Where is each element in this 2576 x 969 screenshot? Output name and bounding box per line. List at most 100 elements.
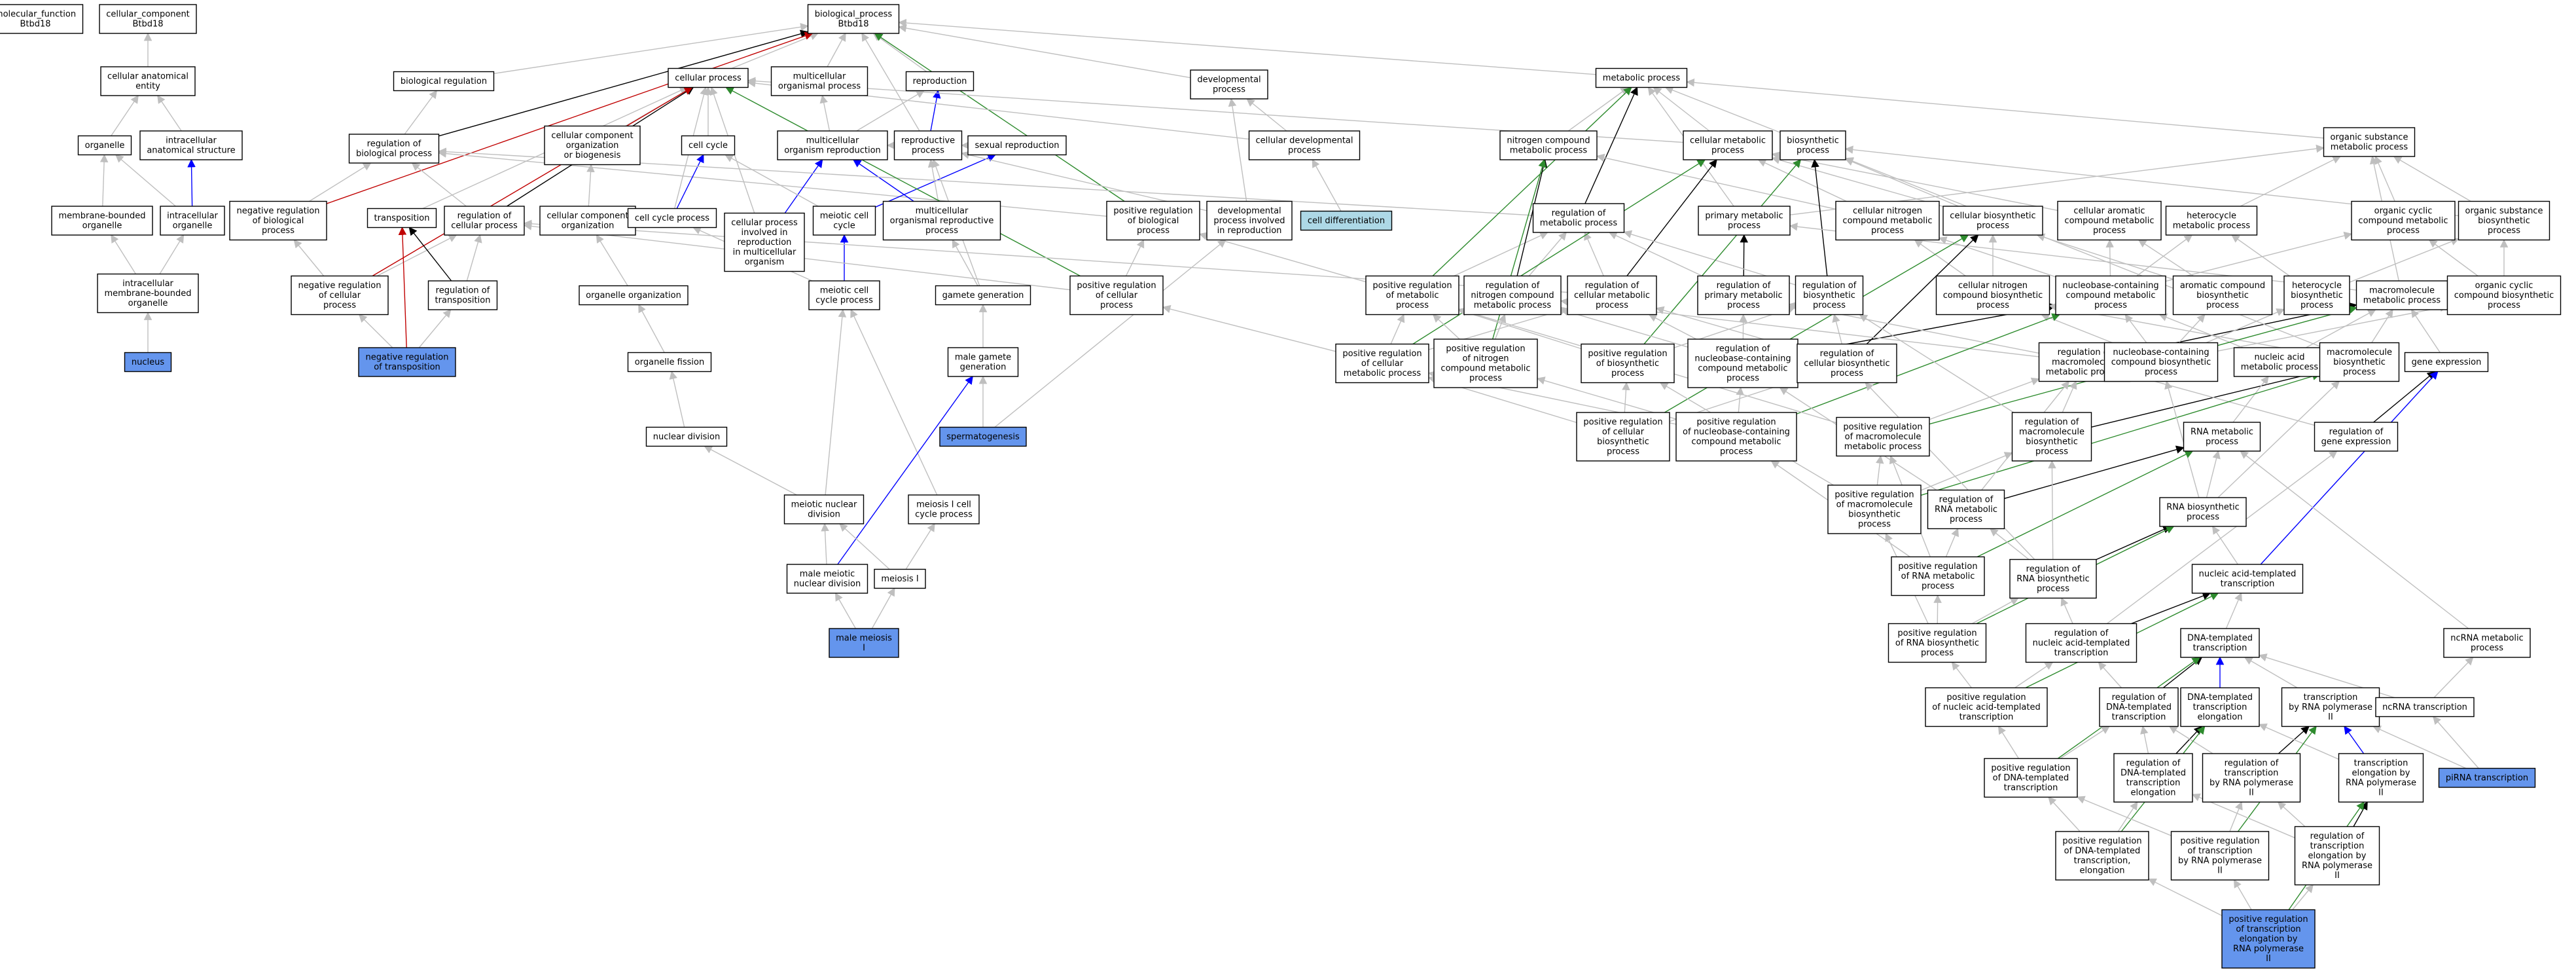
go-term-node[interactable]: spermatogenesis	[939, 426, 1027, 447]
go-term-node[interactable]: organelle fission	[627, 352, 712, 373]
go-term-node[interactable]: cell cycle	[681, 135, 736, 156]
go-term-node[interactable]: transposition	[367, 208, 437, 229]
go-term-node[interactable]: sexual reproduction	[967, 135, 1067, 156]
go-term-node[interactable]: regulation ofnucleobase-containingcompou…	[1687, 338, 1798, 388]
go-term-node[interactable]: regulation ofDNA-templatedtranscriptione…	[2113, 753, 2193, 803]
go-term-node[interactable]: biological regulation	[393, 71, 495, 92]
go-term-node[interactable]: cellular process	[668, 67, 749, 88]
go-term-node[interactable]: gene expression	[2404, 352, 2489, 373]
go-term-node[interactable]: organelle	[77, 135, 132, 156]
go-term-node[interactable]: regulation ofmacromoleculebiosyntheticpr…	[2011, 412, 2092, 462]
go-term-node[interactable]: nucleus	[124, 352, 172, 373]
go-term-node[interactable]: piRNA transcription	[2438, 767, 2536, 788]
go-term-node[interactable]: meiosis I	[874, 568, 926, 589]
go-term-node[interactable]: cell cycle process	[627, 208, 717, 229]
go-term-node[interactable]: ncRNA transcription	[2375, 697, 2475, 718]
go-term-node[interactable]: nuclear division	[645, 426, 728, 447]
go-term-node[interactable]: organelle organization	[579, 285, 689, 306]
